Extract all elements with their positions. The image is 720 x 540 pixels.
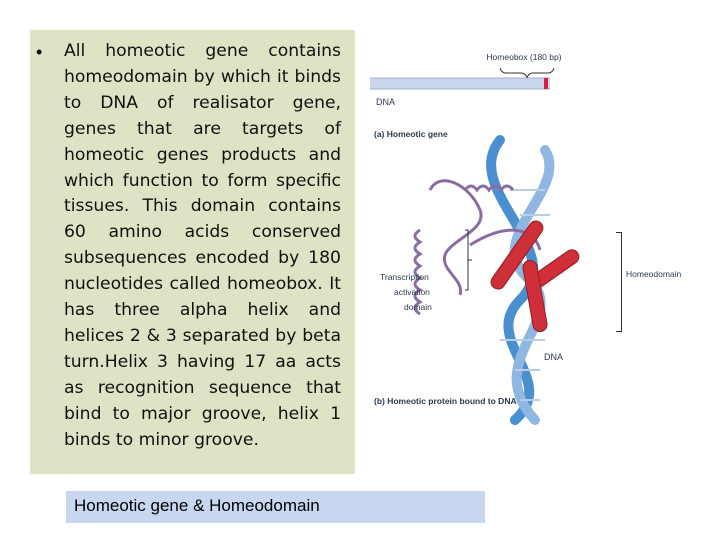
homeobox-bracket (499, 67, 555, 79)
homeobox-label: Homeobox (180 bp) (486, 52, 561, 62)
panel-a-label: (a) Homeotic gene (374, 129, 448, 139)
helix-1 (490, 220, 544, 290)
homeobox-segment (544, 78, 548, 89)
bullet-text: All homeotic gene contains homeodomain b… (64, 41, 341, 450)
caption-text: Homeotic gene & Homeodomain (74, 496, 320, 515)
dna-bar (370, 78, 550, 89)
dna-label-top: DNA (376, 97, 395, 107)
panel-b-label: (b) Homeotic protein bound to DNA (374, 396, 517, 406)
transcription-label-1: Transcription (380, 272, 429, 282)
homeodomain-bracket (616, 232, 622, 332)
helix-3 (522, 259, 548, 333)
dna-label-bottom: DNA (544, 352, 563, 362)
homeodomain-label-wrap: Homeodomain (626, 264, 681, 282)
homeodomain-figure: Homeobox (180 bp) DNA (a) Homeotic gene … (370, 52, 580, 425)
bullet-text-panel: • All homeotic gene contains homeodomain… (30, 30, 355, 474)
homeodomain-label: Homeodomain (626, 269, 682, 279)
transcription-bracket (465, 229, 472, 291)
alpha-helices (490, 220, 580, 333)
transcription-label-2: activation (394, 287, 430, 297)
caption-box: Homeotic gene & Homeodomain (66, 491, 485, 523)
transcription-label-3: domain (404, 302, 432, 312)
bullet-icon: • (36, 42, 43, 62)
protein-coil (413, 179, 542, 316)
